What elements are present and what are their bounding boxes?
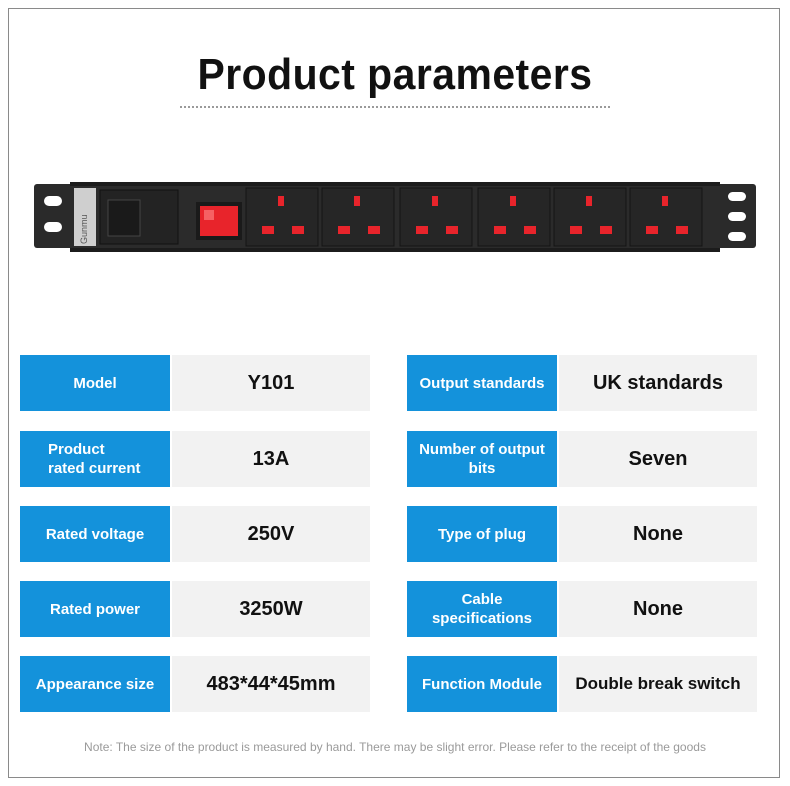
socket-pin	[676, 226, 688, 234]
uk-socket	[245, 187, 319, 247]
param-value: UK standards	[559, 355, 757, 411]
param-value: Y101	[172, 355, 370, 411]
param-value: None	[559, 581, 757, 637]
brand-panel	[74, 188, 96, 246]
socket-pin	[278, 196, 284, 206]
param-label: Model	[20, 355, 170, 411]
param-label: Type of plug	[407, 506, 557, 562]
footnote: Note: The size of the product is measure…	[84, 740, 706, 754]
socket-pin	[368, 226, 380, 234]
socket-pin	[354, 196, 360, 206]
socket-pin	[338, 226, 350, 234]
uk-socket	[321, 187, 395, 247]
param-value: Seven	[559, 431, 757, 487]
brand-mark: Gunmu	[79, 214, 89, 244]
param-value: 483*44*45mm	[172, 656, 370, 712]
param-label: Function Module	[407, 656, 557, 712]
uk-socket	[477, 187, 551, 247]
socket-pin	[262, 226, 274, 234]
uk-socket	[553, 187, 627, 247]
socket-pin	[494, 226, 506, 234]
param-value: None	[559, 506, 757, 562]
socket-pin	[292, 226, 304, 234]
socket-pin	[570, 226, 582, 234]
socket-pin	[662, 196, 668, 206]
param-label: Number of output bits	[407, 431, 557, 487]
socket-pin	[432, 196, 438, 206]
param-value: 250V	[172, 506, 370, 562]
page-frame	[8, 8, 780, 778]
param-label: Cable specifications	[407, 581, 557, 637]
param-label: Output standards	[407, 355, 557, 411]
power-strip-image: Gunmu	[34, 182, 756, 252]
socket-pin	[510, 196, 516, 206]
page-title: Product parameters	[197, 50, 593, 99]
socket-pin	[600, 226, 612, 234]
socket-pin	[586, 196, 592, 206]
left-mount-bracket	[34, 184, 74, 248]
param-label: Rated power	[20, 581, 170, 637]
socket-pin	[416, 226, 428, 234]
title-divider	[180, 106, 610, 108]
socket-pin	[524, 226, 536, 234]
uk-socket	[629, 187, 703, 247]
param-value: Double break switch	[559, 656, 757, 712]
socket-pin	[646, 226, 658, 234]
param-label: Rated voltage	[20, 506, 170, 562]
socket-pin	[446, 226, 458, 234]
param-label: Appearance size	[20, 656, 170, 712]
param-value: 3250W	[172, 581, 370, 637]
param-value: 13A	[172, 431, 370, 487]
param-label: Product rated current	[20, 431, 170, 487]
uk-socket	[399, 187, 473, 247]
